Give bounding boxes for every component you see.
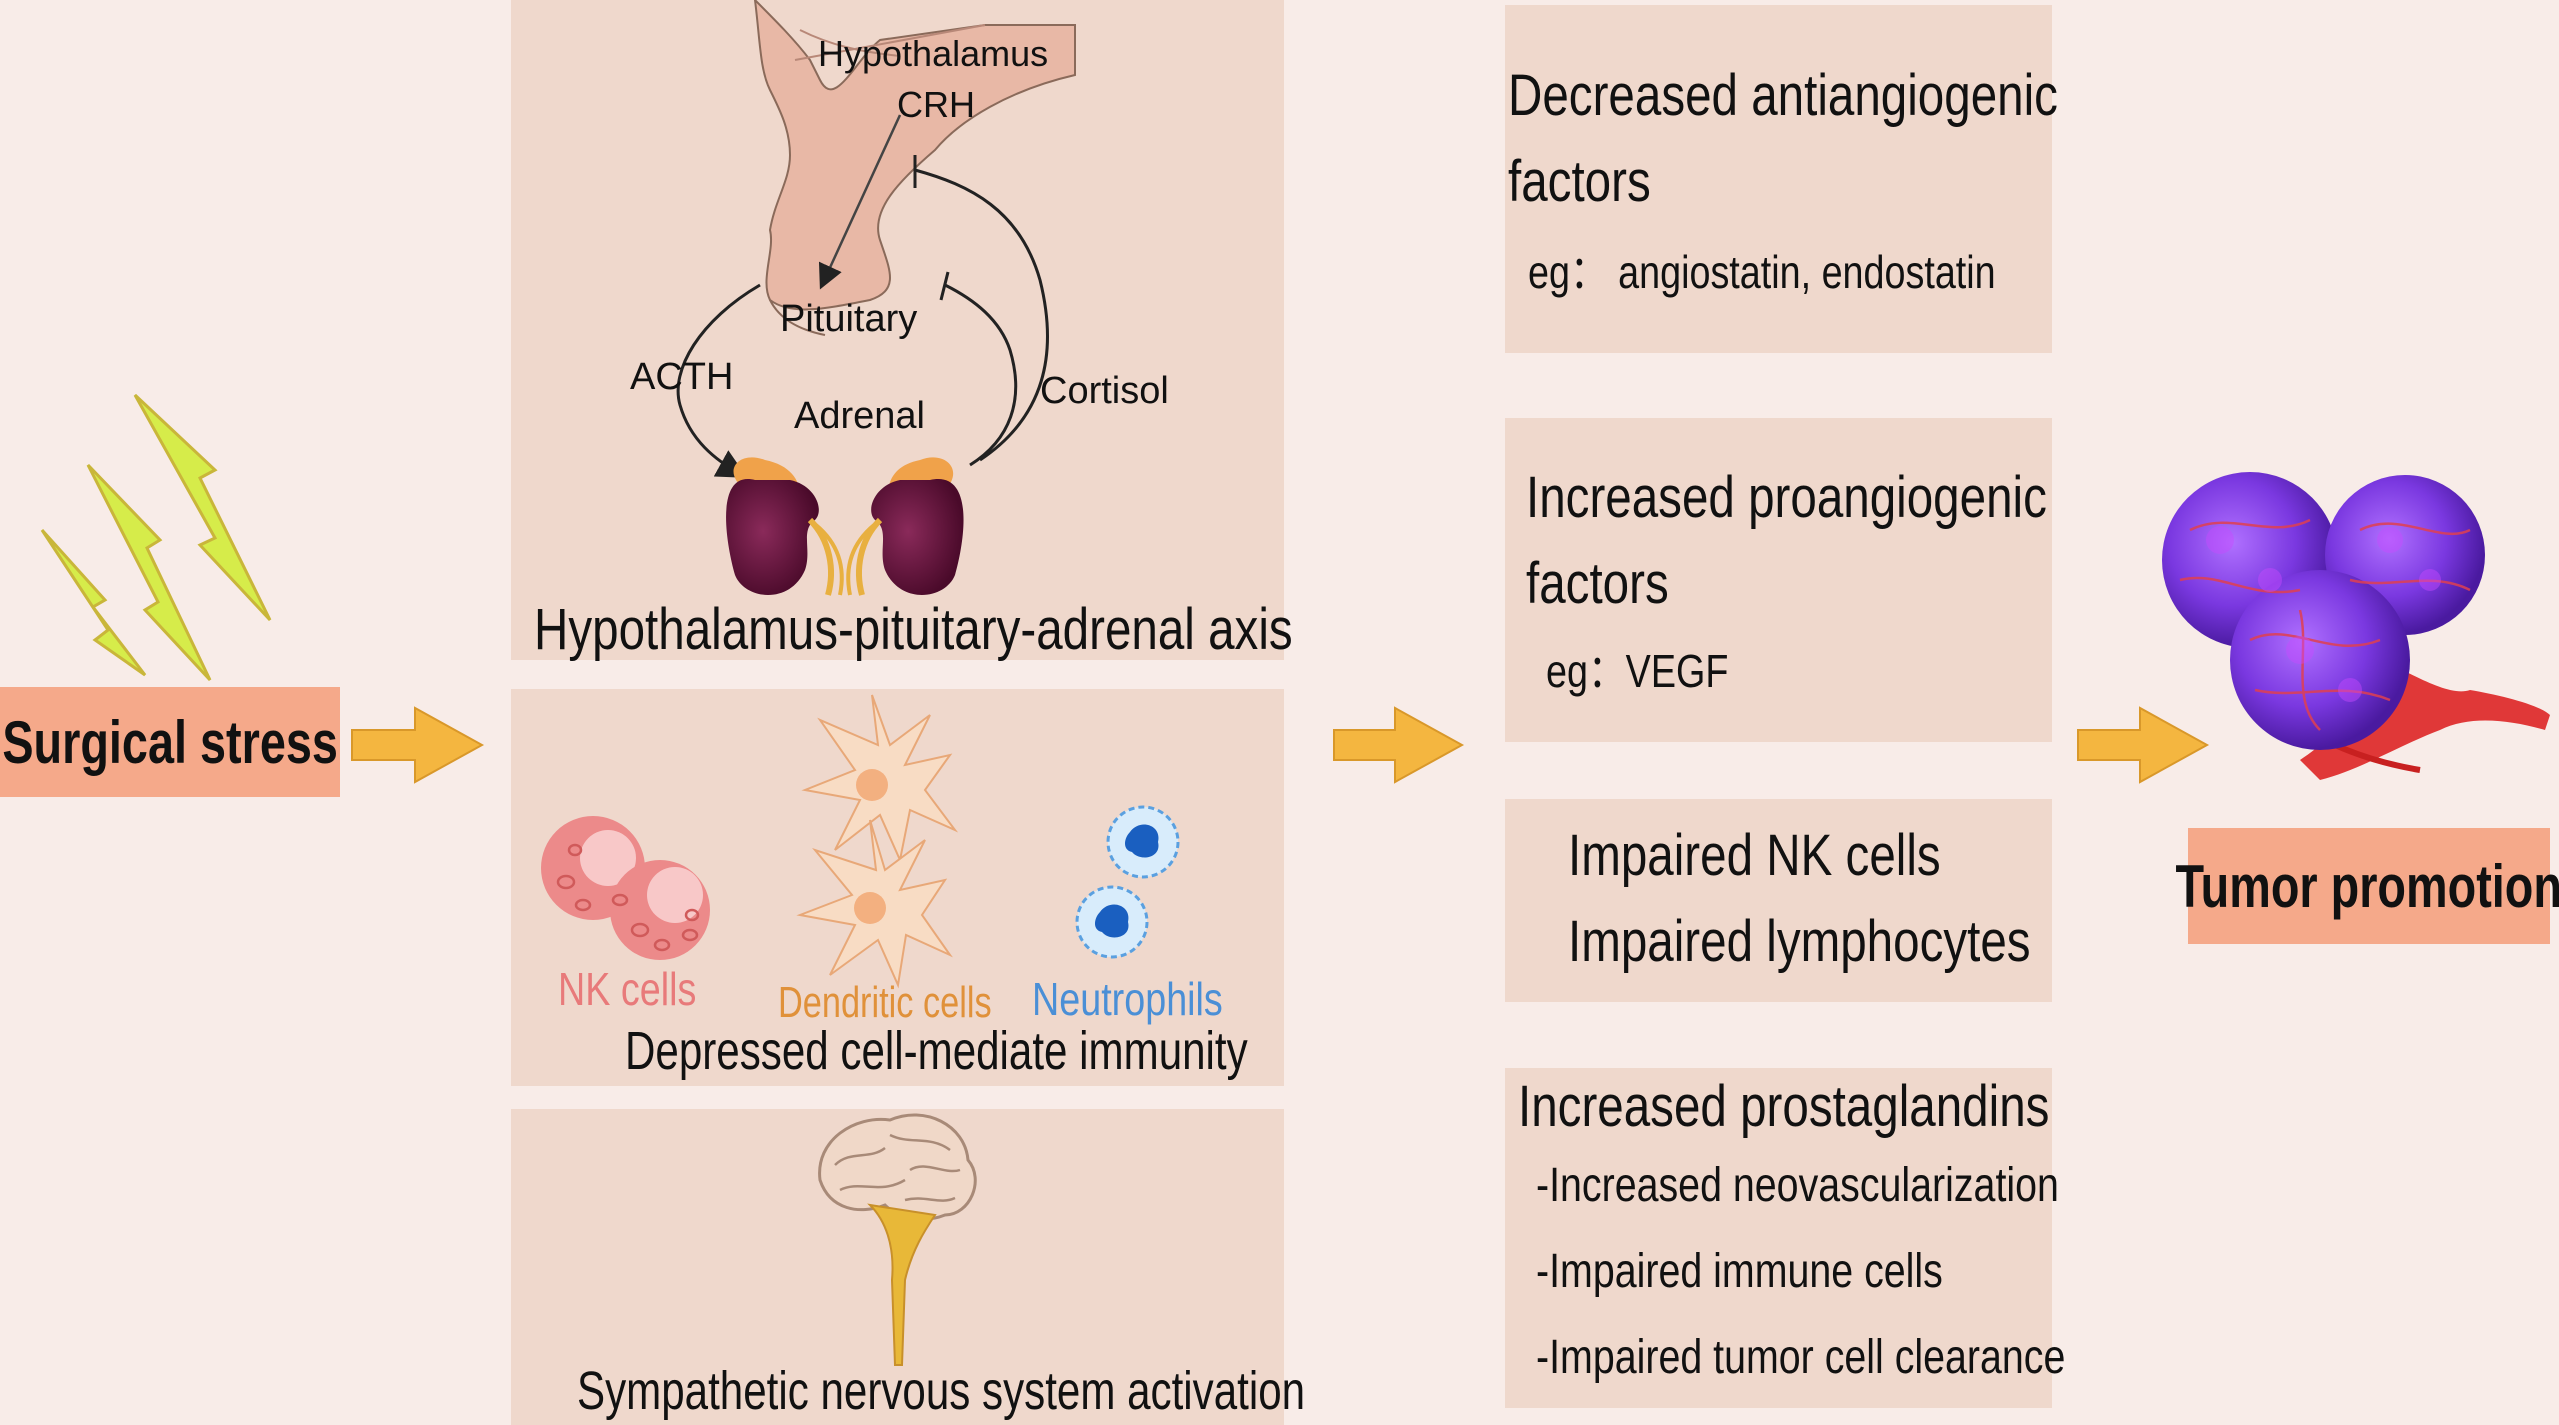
antiangiogenic-line2: factors [1508,149,1651,214]
immunity-title: Depressed cell-mediate immunity [625,1021,1248,1081]
impaired-nk-label: Impaired NK cells [1568,823,1941,888]
prostaglandins-item: -Impaired tumor cell clearance [1536,1331,2066,1384]
antiangiogenic-line1: Decreased antiangiogenic [1508,63,2058,128]
surgical-stress-label: Surgical stress [0,687,340,797]
impaired-lymphocytes-label: Impaired lymphocytes [1568,909,2031,974]
tumor-promotion-text: Tumor promotion [2175,852,2559,920]
hypothalamus-label: Hypothalamus [818,33,1049,74]
dendritic-cell-icon [796,694,959,989]
brain-icon [818,1113,977,1366]
nk-cells-label: NK cells [558,963,697,1015]
arrow-right-icon [1333,706,1465,784]
tumor-icon [2162,472,2550,780]
proangiogenic-box [1505,418,2052,742]
arrow-right-icon [2077,706,2210,784]
hpa-title: Hypothalamus-pituitary-adrenal axis [534,597,1293,662]
flow-arrows [351,706,2210,784]
crh-label: CRH [897,84,975,125]
proangiogenic-line1: Increased proangiogenic [1526,465,2047,530]
hypothalamus-pituitary-illustration [753,0,1076,336]
pituitary-label: Pituitary [780,298,918,340]
kidney-icon [846,457,964,596]
cortisol-label: Cortisol [1040,370,1169,412]
adrenal-label: Adrenal [794,395,925,437]
acth-label: ACTH [630,356,734,398]
lightning-icon [40,393,272,682]
proangiogenic-line2: factors [1526,551,1669,616]
prostaglandins-title: Increased prostaglandins [1518,1074,2050,1139]
tumor-promotion-label: Tumor promotion [2176,828,2559,944]
kidney-icon [726,457,844,596]
dendritic-cells-label: Dendritic cells [778,978,992,1027]
neutrophils-label: Neutrophils [1032,973,1223,1025]
antiangiogenic-example: eg： angiostatin, endostatin [1528,246,1996,298]
prostaglandins-item: -Impaired immune cells [1536,1245,1943,1298]
sympathetic-title: Sympathetic nervous system activation [577,1361,1306,1421]
arrow-right-icon [351,706,485,784]
prostaglandins-box [1505,1068,2052,1408]
antiangiogenic-box [1505,5,2052,353]
neutrophil-icon [1075,805,1180,959]
impaired-cells-box [1505,799,2052,1002]
hpa-feedback-arrows [676,155,1049,478]
prostaglandins-item: -Increased neovascularization [1536,1159,2059,1212]
proangiogenic-example: eg：VEGF [1546,645,1729,697]
nk-cell-icon [541,816,710,960]
surgical-stress-text: Surgical stress [2,708,338,776]
